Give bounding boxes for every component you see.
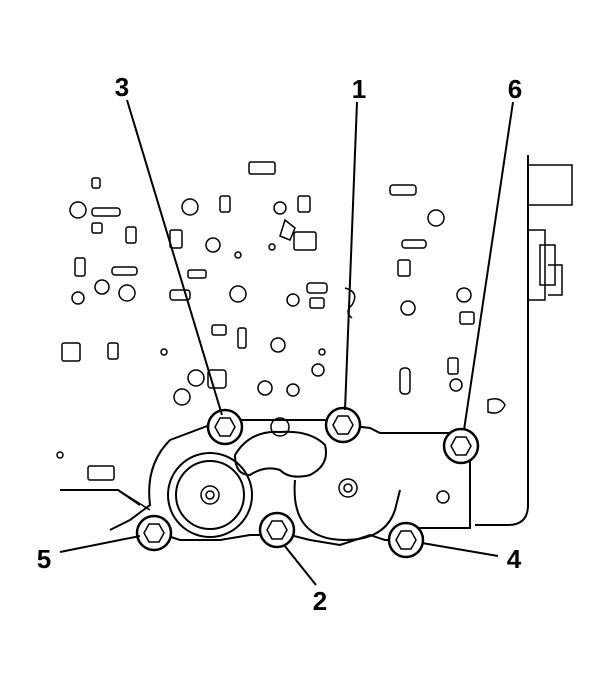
callout-3: 3 [115, 72, 129, 102]
leader-lines [59, 99, 514, 586]
accumulator-gear [167, 417, 290, 538]
callout-2: 2 [313, 586, 327, 616]
bolt-2 [258, 511, 296, 549]
fluid-passages [56, 161, 506, 504]
callout-5: 5 [37, 544, 51, 574]
callout-labels: 3 1 6 5 2 4 [37, 72, 522, 616]
bolt-4 [387, 521, 425, 559]
callout-4: 4 [507, 544, 522, 574]
callout-1: 1 [352, 74, 366, 104]
bolts [135, 406, 480, 559]
bolt-3 [206, 408, 244, 446]
bolt-5 [135, 514, 173, 552]
callout-6: 6 [508, 74, 522, 104]
bolt-1 [324, 406, 362, 444]
housing-outline [475, 155, 573, 526]
cam-plate [233, 430, 401, 542]
bolt-6 [442, 427, 480, 465]
